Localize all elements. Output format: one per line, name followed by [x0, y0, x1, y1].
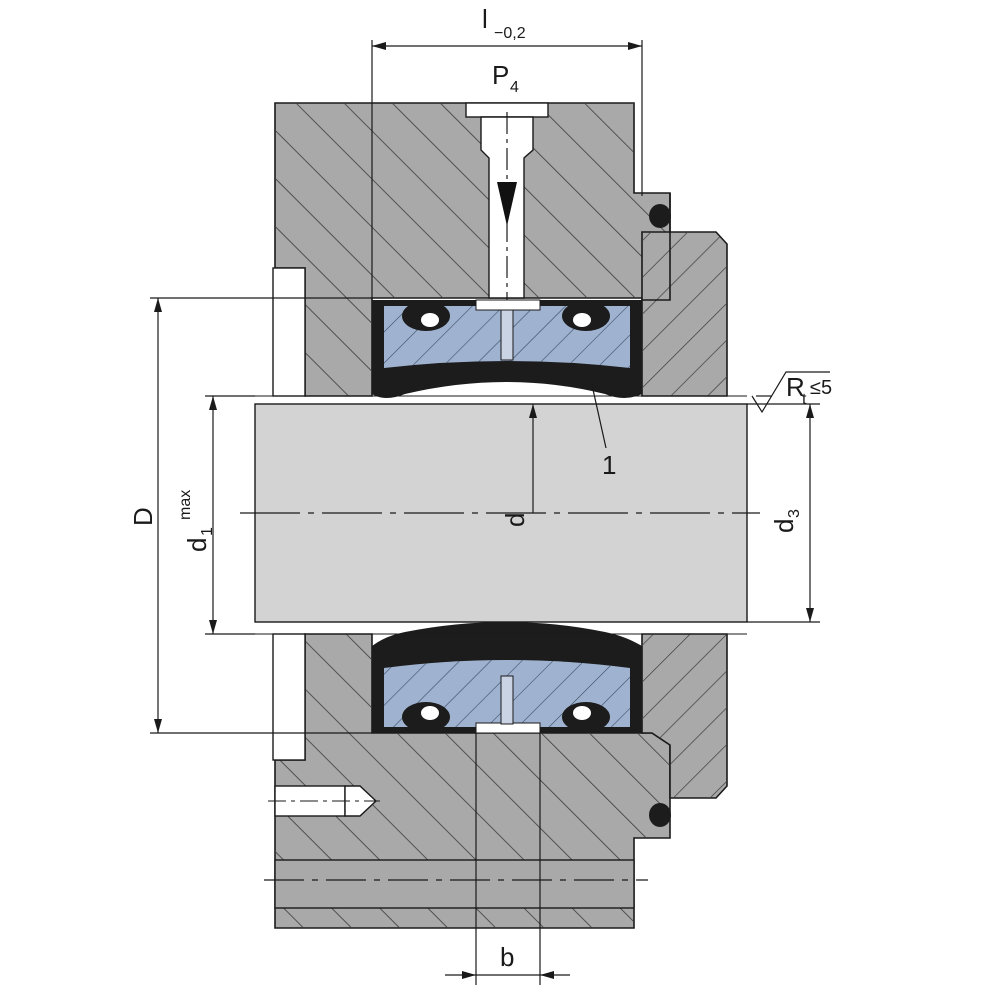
- roughness-label: R: [786, 372, 805, 402]
- length-label: l: [482, 4, 488, 34]
- cover-ring-lower: [641, 633, 728, 799]
- part-number-label: 1: [602, 450, 616, 480]
- groove-diameter-label: d: [182, 538, 212, 552]
- lower-channel: [274, 859, 635, 909]
- dimension-lines: [150, 40, 830, 985]
- roughness-value: ≤5: [810, 377, 832, 399]
- bore-diameter-index: 3: [786, 509, 803, 518]
- pressure-label: P: [492, 60, 509, 90]
- flange-gap-lower: [272, 633, 306, 761]
- cover-ring-upper: [641, 193, 728, 397]
- groove-diameter-sup: max: [177, 490, 194, 520]
- o-ring-cover-lower: [649, 803, 671, 827]
- pressure-index: 4: [510, 79, 519, 96]
- flange-gap-upper: [272, 267, 306, 397]
- bore-diameter-label: d: [769, 519, 799, 533]
- seal-element-lower: [372, 622, 642, 734]
- shaft-diameter-label: d: [500, 513, 530, 527]
- roughness-index: t: [802, 391, 807, 408]
- seal-element-upper: [372, 299, 642, 398]
- o-ring-cover-upper: [649, 204, 671, 228]
- set-screw: [268, 785, 380, 817]
- pressure-port: [465, 102, 549, 325]
- length-tolerance: −0,2: [494, 25, 526, 42]
- pressure-arrow-icon: [497, 182, 517, 226]
- dimension-arrows: [154, 42, 814, 979]
- groove-diameter-index: 1: [199, 527, 216, 536]
- outer-diameter-label: D: [128, 507, 158, 526]
- groove-width-label: b: [500, 942, 514, 972]
